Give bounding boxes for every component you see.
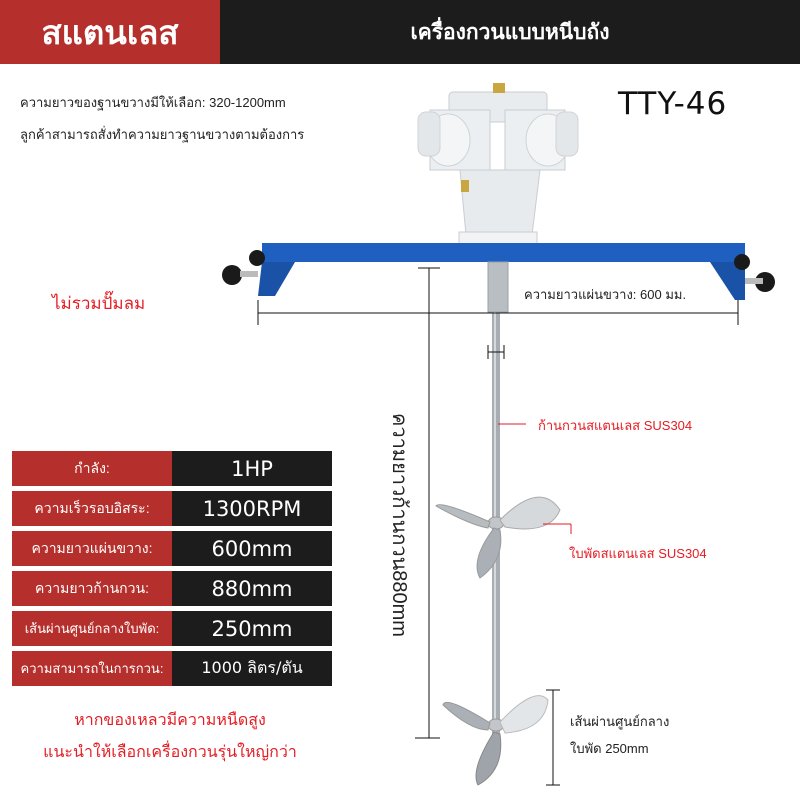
spec-value: 250mm (172, 611, 332, 646)
blade-diameter-dimension (546, 689, 560, 786)
blade-callout-line (543, 523, 572, 534)
plate-length-label: ความยาวแผ่นขวาง: 600 มม. (524, 287, 687, 302)
spec-label: ความเร็วรอบอิสระ: (12, 491, 172, 526)
product-title: เครื่องกวนแบบหนีบถัง (410, 19, 610, 44)
spec-label: ความสามารถในการกวน: (12, 651, 172, 686)
spec-label: เส้นผ่านศูนย์กลางใบพัด: (12, 611, 172, 646)
blade-diameter-label-line2: ใบพัด 250mm (570, 741, 649, 756)
blade-material-label: ใบพัดสแตนเลส SUS304 (569, 546, 707, 561)
spec-value: 1000 ลิตร/ตัน (172, 651, 332, 686)
viscosity-warning-line1: หากของเหลวมีความหนืดสูง (74, 712, 266, 729)
spec-value: 880mm (172, 571, 332, 606)
custom-length-note: ลูกค้าสามารถสั่งทำความยาวฐานขวางตามต้องก… (20, 127, 305, 142)
stirring-shaft-icon (487, 261, 509, 752)
model-number: TTY-46 (618, 86, 728, 122)
product-title-bar: เครื่องกวนแบบหนีบถัง (220, 0, 800, 64)
shaft-diameter-dimension (487, 345, 505, 359)
spec-value: 1HP (172, 451, 332, 486)
spec-value: 600mm (172, 531, 332, 566)
spec-label: ความยาวแผ่นขวาง: (12, 531, 172, 566)
spec-row-power: กำลัง: 1HP (12, 451, 332, 486)
plate-length-dimension (257, 300, 739, 325)
material-badge: สแตนเลส (0, 0, 220, 64)
material-badge-text: สแตนเลส (41, 12, 179, 52)
blade-diameter-label-line1: เส้นผ่านศูนย์กลาง (570, 714, 670, 729)
spec-label: ความยาวก้านกวน: (12, 571, 172, 606)
spec-row-plate-length: ความยาวแผ่นขวาง: 600mm (12, 531, 332, 566)
lower-impeller-icon (442, 695, 549, 786)
spec-row-speed: ความเร็วรอบอิสระ: 1300RPM (12, 491, 332, 526)
no-pump-note: ไม่รวมปั๊มลม (52, 294, 146, 313)
spec-value: 1300RPM (172, 491, 332, 526)
shaft-length-label: ความยาวก้านกวน880mm (388, 413, 411, 637)
spec-row-blade-diameter: เส้นผ่านศูนย์กลางใบพัด: 250mm (12, 611, 332, 646)
spec-row-capacity: ความสามารถในการกวน: 1000 ลิตร/ตัน (12, 651, 332, 686)
crossbar-plate-icon (222, 243, 775, 300)
upper-impeller-icon (435, 496, 561, 579)
crossbar-length-note: ความยาวของฐานขวางมีให้เลือก: 320-1200mm (20, 95, 286, 110)
shaft-material-label: ก้านกวนสแตนเลส SUS304 (538, 418, 693, 433)
shaft-length-dimension (415, 267, 440, 739)
air-motor-icon (417, 83, 579, 258)
spec-label: กำลัง: (12, 451, 172, 486)
spec-row-shaft-length: ความยาวก้านกวน: 880mm (12, 571, 332, 606)
viscosity-warning-line2: แนะนำให้เลือกเครื่องกวนรุ่นใหญ่กว่า (43, 744, 297, 761)
